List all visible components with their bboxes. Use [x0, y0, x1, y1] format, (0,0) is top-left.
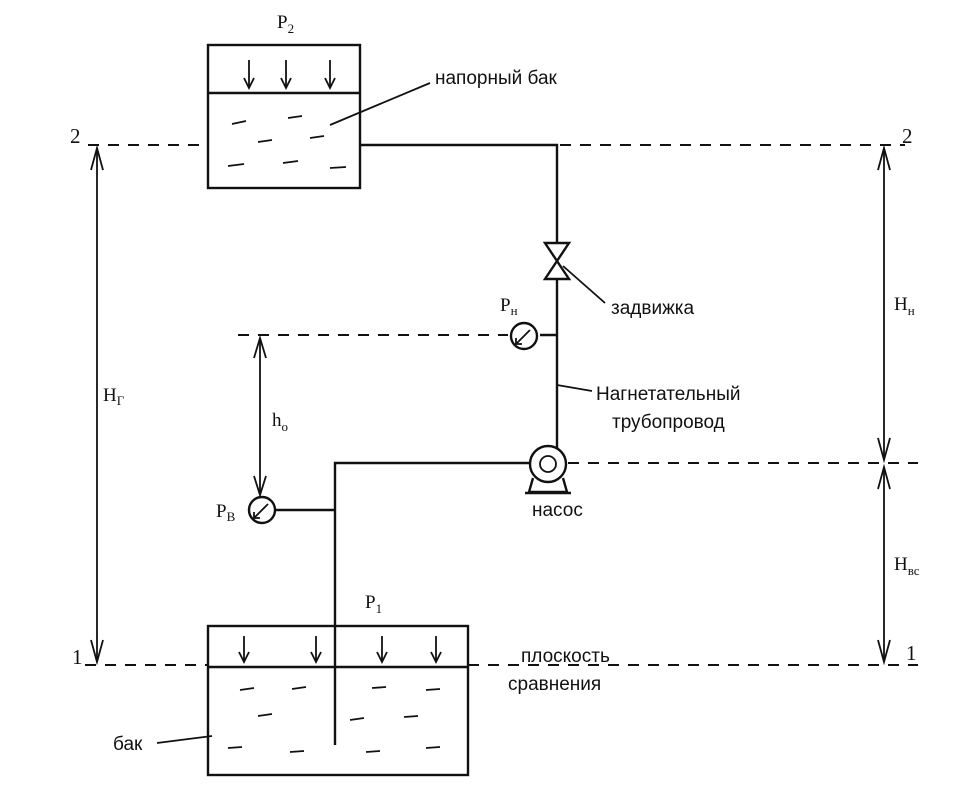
plane-label-line1: плоскость: [521, 646, 610, 667]
pressure-bottom-label: P1: [365, 592, 382, 616]
pipe-leader: [556, 384, 593, 392]
lower-tank-water-marks: [227, 686, 441, 753]
discharge-pipe-upper: [360, 143, 559, 242]
pipe-label-line2: трубопровод: [612, 412, 725, 433]
tank-label: бак: [113, 734, 143, 755]
valve-icon: [542, 241, 572, 281]
suction-pipe: [333, 461, 530, 745]
hn-dimension: [877, 144, 891, 464]
hvs-label: Hвс: [894, 554, 920, 578]
plane-label-line2: сравнения: [508, 674, 601, 695]
h0-dimension: [253, 334, 267, 498]
lower-tank: [206, 624, 470, 777]
valve-leader: [562, 265, 606, 304]
suction-gauge-icon: [247, 495, 277, 525]
level-2-right-label: 2: [902, 124, 913, 148]
pressure-top-label: P2: [277, 12, 294, 36]
header-tank-pressure-arrows: [243, 60, 336, 91]
header-tank-label: напорный бак: [435, 68, 558, 89]
hg-dimension: [90, 144, 104, 666]
hvs-dimension: [877, 463, 891, 666]
pipe-label-line1: Нагнетательный: [596, 384, 740, 405]
lower-tank-pressure-arrows: [238, 636, 442, 665]
discharge-gauge-label: Pн: [500, 295, 518, 318]
level-2-left-label: 2: [70, 124, 81, 148]
level-1-left-label: 1: [72, 645, 83, 669]
pump-icon: [525, 444, 571, 495]
header-tank-water-marks: [227, 115, 347, 169]
header-tank-outline: [206, 43, 362, 190]
header-tank-leader: [329, 82, 431, 126]
lower-tank-outline: [206, 624, 470, 777]
hg-label: HГ: [103, 385, 125, 408]
header-tank: [206, 43, 362, 190]
h0-label: hо: [272, 410, 288, 434]
level-1-right-label: 1: [906, 641, 917, 665]
hn-label: Hн: [894, 294, 915, 318]
discharge-gauge-icon: [509, 321, 539, 351]
suction-gauge-label: PВ: [216, 501, 236, 524]
pump-label: насос: [532, 500, 583, 521]
valve-label: задвижка: [611, 298, 695, 319]
tank-leader: [156, 735, 213, 744]
